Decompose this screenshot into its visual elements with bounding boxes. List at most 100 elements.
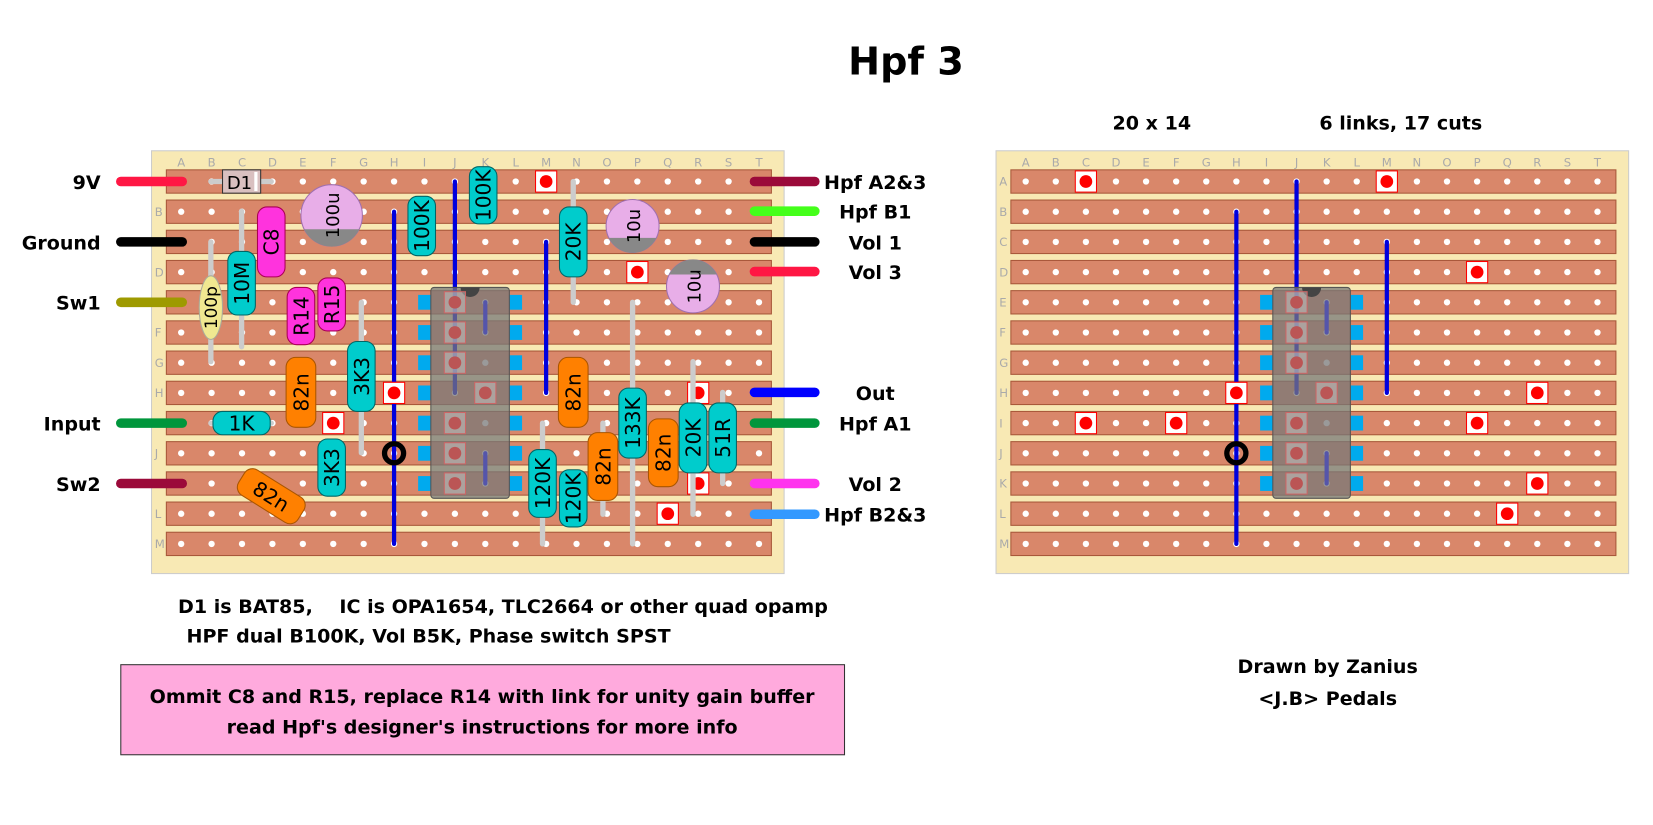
ic-pin: [418, 445, 431, 461]
ic-cut-dot: [448, 477, 462, 490]
column-label: R: [694, 156, 702, 170]
copper-strip: [165, 501, 772, 526]
column-label: C: [238, 156, 246, 170]
column-label: P: [1474, 156, 1481, 170]
wire-label: Ground: [22, 232, 101, 254]
component-label: 82n: [652, 434, 676, 472]
hole: [1504, 299, 1511, 306]
component-r15: R15: [317, 277, 346, 332]
hole: [1203, 359, 1210, 366]
hole: [1052, 299, 1059, 306]
component-body: [347, 340, 376, 412]
hole: [1413, 178, 1421, 185]
hole: [1473, 178, 1481, 185]
hole: [421, 540, 428, 548]
component-label: 100K: [410, 199, 434, 251]
component-label: 100p: [201, 286, 221, 329]
hole: [725, 299, 732, 306]
electrolytic-cap-100u: 100u: [300, 184, 363, 247]
track-cut-dot: [1380, 175, 1394, 188]
hole: [360, 178, 367, 185]
credit-author: Drawn by Zanius: [1238, 656, 1418, 678]
hole: [1112, 178, 1120, 185]
cap-stripe: [304, 229, 360, 247]
component-label: 10M: [230, 262, 254, 305]
row-label: F: [999, 326, 1006, 340]
hole: [1564, 178, 1571, 185]
track-cut-dot: [631, 265, 644, 279]
hole: [1594, 208, 1601, 215]
hole: [512, 268, 519, 276]
hole: [1443, 299, 1451, 306]
hole: [208, 450, 215, 457]
hole: [603, 389, 611, 397]
hole: [1112, 419, 1120, 427]
hole: [573, 329, 580, 336]
hole: [1473, 540, 1481, 548]
hole: [1263, 268, 1270, 276]
ic-pin: [1350, 294, 1364, 310]
hole: [634, 359, 641, 366]
offboard-pad-ring: [1224, 441, 1249, 466]
track-cut-dot: [1530, 477, 1544, 490]
column-label: I: [1265, 156, 1268, 170]
hole: [1323, 540, 1330, 548]
hole: [1052, 238, 1059, 246]
ic-pin: [1350, 415, 1364, 431]
callout-line-2: read Hpf's designer's instructions for m…: [227, 717, 738, 739]
hole: [1413, 510, 1421, 517]
hole: [1112, 208, 1120, 215]
hole: [1594, 359, 1601, 366]
hole: [178, 359, 185, 366]
component-133k: 133K: [618, 387, 647, 459]
hole: [269, 389, 276, 397]
hole: [1504, 359, 1511, 366]
hole: [1263, 540, 1270, 548]
hole: [1504, 178, 1511, 185]
hole: [1112, 359, 1120, 366]
hole: [1203, 480, 1210, 487]
row-label: H: [155, 386, 164, 400]
copper-strip: [1010, 531, 1617, 557]
hole: [725, 510, 732, 517]
track-cut-dot: [326, 416, 340, 430]
hole: [1413, 299, 1421, 306]
hole: [208, 389, 215, 397]
row-label: B: [155, 205, 163, 219]
hole: [330, 389, 337, 397]
component-label: 20K: [681, 418, 705, 458]
hole: [725, 389, 732, 397]
hole: [1323, 268, 1330, 276]
hole: [573, 450, 580, 457]
component-body: [198, 275, 224, 340]
diode-band: [254, 171, 258, 192]
component-100k: 100K: [468, 166, 498, 225]
hole: [238, 450, 246, 457]
wire-label: Vol 1: [849, 232, 902, 254]
hole: [482, 238, 489, 246]
hole: [695, 359, 702, 366]
hole: [1142, 540, 1150, 548]
column-label: A: [1022, 156, 1030, 170]
column-label: L: [512, 156, 519, 170]
copper-strip: [1010, 199, 1617, 224]
hole: [1473, 238, 1481, 246]
component-label: 133K: [621, 396, 645, 448]
wire-label: Hpf B1: [839, 202, 911, 224]
hole: [1594, 540, 1601, 548]
hole: [1353, 510, 1360, 517]
hole: [1082, 480, 1090, 487]
hole: [634, 178, 641, 185]
hole: [1082, 510, 1090, 517]
component-1k: 1K: [212, 410, 271, 436]
column-label: K: [1323, 156, 1331, 170]
hole: [1594, 450, 1601, 457]
component-body: [558, 206, 588, 278]
hole: [1022, 208, 1029, 215]
electrolytic-cap-10u: 10u: [605, 198, 660, 254]
track-cut-dot: [539, 175, 553, 188]
track-cut-dot: [387, 386, 401, 400]
hole: [1082, 329, 1090, 336]
hole: [238, 359, 246, 366]
